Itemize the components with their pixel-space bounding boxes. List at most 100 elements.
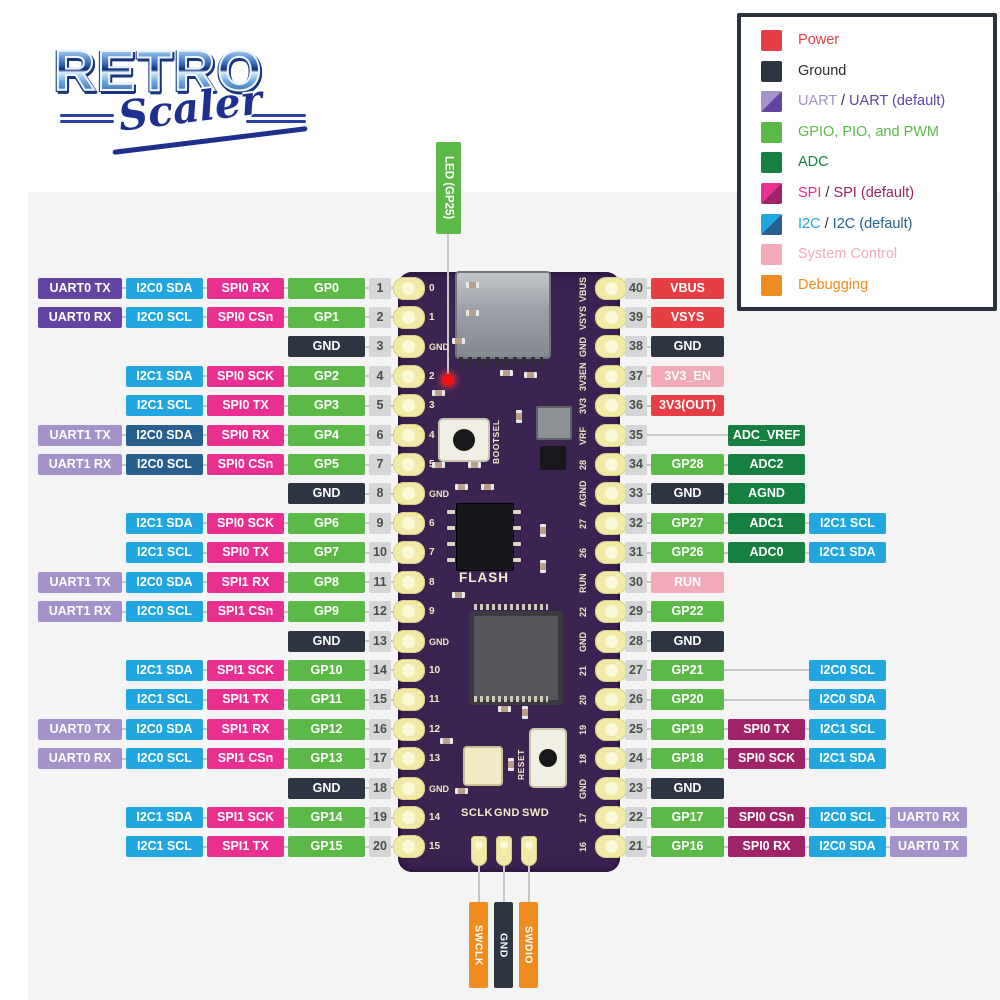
pin-function-label: UART1 TX (38, 424, 122, 446)
swd-silk-label: SCLK (461, 807, 493, 819)
silk-label-left: 12 (429, 723, 441, 735)
small-ic (540, 446, 566, 470)
pin-function-label: UART1 RX (38, 454, 122, 476)
board-pad-right (595, 835, 627, 859)
pin-function-label: GP7 (288, 542, 365, 564)
pin-function-label: SPI1 TX (207, 689, 284, 711)
pin-function-label: I2C1 SDA (126, 807, 203, 829)
flash-pin-right (513, 510, 521, 514)
pin-function-label: GND (288, 630, 365, 652)
silk-label-left: 2 (429, 370, 435, 382)
passive-component (466, 310, 479, 316)
pin-function-label: SPI1 SCK (207, 807, 284, 829)
pad-hole (402, 811, 415, 825)
legend-item-spi: SPI / SPI (default) (761, 183, 914, 204)
pin-function-label: GP11 (288, 689, 365, 711)
pin-function-label: GND (651, 336, 724, 358)
pin-number: 15 (369, 689, 391, 711)
debug-pad (496, 836, 512, 866)
pin-function-label: GP12 (288, 718, 365, 740)
pin-function-label: UART0 RX (890, 807, 967, 829)
pad-hole (605, 752, 618, 766)
board-pad-left (393, 511, 425, 535)
pin-function-label: 3V3(OUT) (651, 395, 724, 417)
pin-function-label: SPI0 CSn (207, 454, 284, 476)
pin-function-label: I2C0 SCL (126, 601, 203, 623)
silk-label-left: 1 (429, 311, 435, 323)
silk-label-left: 13 (429, 753, 441, 765)
debugging-swatch (761, 274, 782, 296)
legend-item-gpio: GPIO, PIO, and PWM (761, 121, 940, 143)
usb-connector-pins (459, 357, 543, 366)
pad-hole (605, 811, 618, 825)
silk-label-left: GND (429, 342, 449, 353)
pin-function-label: RUN (651, 571, 724, 593)
passive-component (522, 706, 528, 719)
pad-hole (605, 428, 618, 442)
pad-hole (475, 841, 483, 849)
pin-number: 6 (369, 424, 391, 446)
passive-component (508, 758, 514, 771)
pin-number: 18 (369, 777, 391, 799)
pin-function-label: I2C1 SDA (126, 659, 203, 681)
board-pad-left (393, 482, 425, 506)
pin-number: 33 (625, 483, 647, 505)
pad-hole (402, 840, 415, 854)
regulator-chip (536, 406, 572, 440)
logo-line-right-bottom (246, 120, 306, 123)
pin-function-label: SPI0 RX (728, 836, 805, 858)
board-pad-left (393, 600, 425, 624)
debug-wire (503, 866, 505, 902)
board-pad-left (393, 335, 425, 359)
legend-label-part: ADC (798, 154, 829, 171)
pin-function-label: I2C0 SDA (126, 424, 203, 446)
pad-hole (605, 516, 618, 530)
debug-pin-label: SWDIO (519, 902, 538, 988)
legend-label-part: GPIO, PIO, and PWM (798, 123, 940, 140)
crystal-oscillator (463, 746, 503, 786)
debug-pin-label: SWCLK (469, 902, 488, 988)
pad-hole (402, 340, 415, 354)
reset-button-cap (539, 749, 557, 767)
passive-component (498, 706, 511, 712)
pin-number: 27 (625, 659, 647, 681)
flash-silk-label: FLASH (459, 570, 509, 585)
passive-component (432, 462, 445, 468)
pin-number: 26 (625, 689, 647, 711)
legend-label-part: / (836, 93, 850, 110)
led-gp25-label: LED (GP25) (436, 142, 461, 234)
pin-function-label: ADC_VREF (728, 424, 805, 446)
pin-number: 4 (369, 365, 391, 387)
debug-wire (478, 866, 480, 902)
debug-pin-label: GND (494, 902, 513, 988)
pin-number: 21 (625, 836, 647, 858)
pin-function-label: GP19 (651, 718, 724, 740)
pad-hole (402, 310, 415, 324)
pin-function-label: GP1 (288, 306, 365, 328)
pin-function-label: I2C0 SDA (126, 277, 203, 299)
pin-function-label: I2C0 SDA (809, 689, 886, 711)
board-pad-left (393, 453, 425, 477)
retroscaler-logo: RETRO Scaler (50, 38, 340, 168)
silk-label-left: 5 (429, 460, 435, 470)
legend-label-part: SPI (798, 185, 822, 201)
pad-hole (605, 281, 618, 295)
silk-label-right: 16 (578, 842, 588, 853)
legend-item-label: System Control (798, 244, 897, 265)
pin-number: 20 (369, 836, 391, 858)
passive-component (440, 738, 453, 744)
board-pad-right (595, 658, 627, 682)
pin-function-label: ADC1 (728, 512, 805, 534)
logo-word-retro: RETRO (53, 38, 264, 104)
logo-line-left-bottom (60, 120, 114, 123)
passive-component (455, 484, 468, 490)
legend-item-adc: ADC (761, 152, 829, 174)
pad-hole (605, 634, 618, 648)
pad-hole (402, 781, 415, 795)
legend-item-label: Debugging (798, 275, 868, 296)
flash-pin-right (513, 526, 521, 530)
flash-pin-left (447, 558, 455, 562)
silk-label-left: 0 (429, 282, 435, 294)
rp2040-chip (469, 611, 563, 705)
